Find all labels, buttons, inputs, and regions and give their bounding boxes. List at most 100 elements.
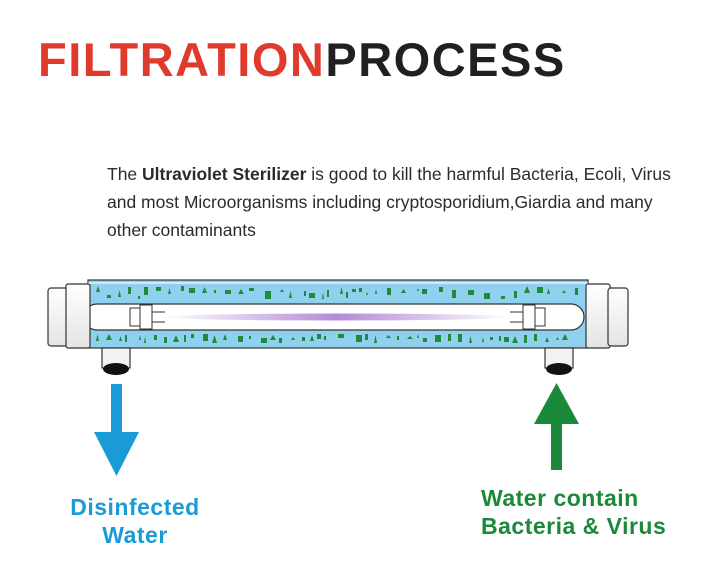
bacteria-mark	[249, 288, 254, 291]
bacteria-mark	[401, 289, 406, 293]
bacteria-mark	[144, 336, 146, 343]
end-cap-right	[585, 283, 629, 349]
bacteria-mark	[96, 334, 99, 341]
bacteria-mark	[514, 291, 517, 298]
bacteria-mark	[366, 292, 368, 295]
bacteria-mark	[359, 288, 362, 292]
title-part-1: FILTRATION	[38, 33, 326, 86]
bacteria-mark	[365, 334, 368, 340]
title-part-2: PROCESS	[325, 33, 566, 86]
bacteria-mark	[499, 336, 501, 341]
bacteria-mark	[458, 334, 462, 342]
bacteria-mark	[397, 336, 399, 340]
bacteria-mark	[340, 287, 343, 294]
bacteria-mark	[387, 288, 391, 295]
bacteria-mark	[270, 335, 276, 340]
bacteria-mark	[249, 336, 251, 339]
bacteria-mark	[289, 291, 292, 298]
bacteria-mark	[154, 335, 157, 340]
bacteria-marks	[96, 286, 578, 343]
bacteria-mark	[556, 337, 559, 340]
bacteria-mark	[304, 291, 306, 296]
bacteria-mark	[324, 336, 326, 340]
bacteria-mark	[291, 337, 295, 340]
bacteria-mark	[407, 336, 413, 339]
bacteria-mark	[191, 334, 194, 338]
bacteria-mark	[435, 335, 441, 342]
bacteria-mark	[537, 287, 543, 293]
bacteria-mark	[119, 336, 122, 341]
description-product: Ultraviolet Sterilizer	[142, 164, 307, 184]
bacteria-mark	[547, 288, 550, 294]
bacteria-mark	[352, 289, 356, 292]
bacteria-mark	[181, 286, 184, 291]
bacteria-mark	[356, 335, 362, 342]
uv-lamp-glow	[162, 313, 512, 321]
bacteria-mark	[484, 293, 490, 299]
bacteria-mark	[225, 290, 231, 294]
bacteria-mark	[524, 286, 530, 293]
bacteria-mark	[138, 296, 140, 299]
bacteria-mark	[279, 338, 282, 343]
bacteria-mark	[439, 287, 443, 292]
bacteria-mark	[265, 291, 271, 299]
bacteria-mark	[562, 334, 568, 340]
bacteria-mark	[482, 337, 484, 342]
description-rest: is good to kill the harmful Bacteria, Ec…	[107, 164, 671, 240]
bacteria-mark	[106, 334, 112, 340]
bacteria-mark	[212, 335, 217, 343]
bacteria-mark	[545, 337, 549, 342]
bacteria-mark	[302, 337, 305, 341]
outlet-label-line-2: Water	[102, 522, 168, 548]
bacteria-mark	[468, 290, 474, 295]
bacteria-mark	[164, 337, 167, 343]
page-title: FILTRATIONPROCESS	[38, 36, 566, 83]
bacteria-mark	[238, 336, 243, 342]
bacteria-mark	[575, 288, 578, 295]
bacteria-mark	[96, 286, 100, 292]
bacteria-mark	[501, 296, 505, 299]
bacteria-mark	[423, 338, 427, 342]
bacteria-mark	[203, 334, 208, 341]
bacteria-mark	[422, 289, 427, 294]
outlet-label: Disinfected Water	[62, 493, 208, 549]
inlet-port	[544, 347, 574, 375]
bacteria-mark	[184, 335, 186, 342]
bacteria-mark	[448, 334, 451, 341]
bacteria-mark	[317, 334, 321, 339]
bacteria-mark	[562, 290, 566, 293]
description-lead: The	[107, 164, 143, 184]
bacteria-mark	[524, 335, 527, 343]
description: The Ultraviolet Sterilizer is good to ki…	[107, 160, 697, 244]
bacteria-mark	[310, 335, 314, 341]
bacteria-mark	[338, 334, 344, 338]
bacteria-mark	[512, 336, 518, 343]
bacteria-mark	[452, 290, 456, 298]
bacteria-mark	[322, 292, 324, 299]
bacteria-mark	[280, 289, 284, 292]
bacteria-mark	[125, 335, 127, 342]
bacteria-mark	[214, 290, 216, 293]
bacteria-mark	[375, 289, 377, 294]
outlet-label-line-1: Disinfected	[70, 494, 200, 520]
bacteria-mark	[309, 293, 315, 298]
arrow-up-icon	[534, 383, 579, 470]
bacteria-mark	[168, 288, 171, 294]
lamp-end-left	[129, 304, 165, 330]
inlet-label-line-1: Water contain	[481, 485, 639, 511]
bacteria-mark	[107, 295, 111, 298]
bacteria-mark	[118, 290, 121, 297]
bacteria-mark	[144, 287, 148, 295]
bacteria-mark	[417, 334, 419, 338]
bacteria-mark	[202, 287, 207, 293]
bacteria-mark	[156, 287, 161, 291]
inlet-label-line-2: Bacteria & Virus	[481, 513, 667, 539]
bacteria-mark	[327, 290, 329, 297]
bacteria-mark	[374, 335, 377, 343]
bacteria-mark	[504, 337, 509, 342]
outlet-port	[101, 347, 131, 375]
bacteria-mark	[417, 288, 419, 291]
bacteria-mark	[189, 288, 195, 293]
arrow-down-icon	[94, 384, 139, 476]
